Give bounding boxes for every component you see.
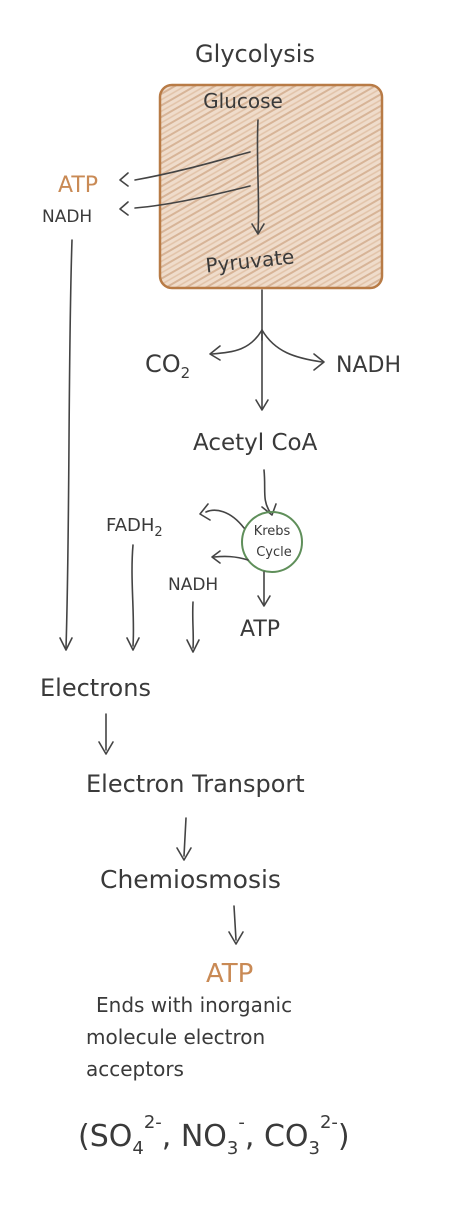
nadh-branch-arrow [134, 185, 251, 209]
krebs-nadh-label: NADH [168, 575, 218, 595]
glycolysis-title: Glycolysis [195, 40, 315, 68]
krebs-atp-label: ATP [240, 617, 280, 642]
note-line3: acceptors [86, 1057, 184, 1081]
fadh2-arrow [205, 509, 245, 529]
nadh-link-arrowhead [313, 353, 325, 371]
glycolysis-nadh-to-electrons-arrow [65, 239, 73, 649]
glycolysis-atp-label: ATP [58, 173, 98, 198]
fadh2-to-electrons-arrow [131, 544, 135, 647]
krebs-nadh-arrowhead [211, 550, 221, 564]
krebs-label-line1: Krebs [254, 524, 291, 539]
chemiosmosis-to-atp-arrowhead [228, 931, 244, 945]
acetyl-coa-label: Acetyl CoA [193, 430, 318, 456]
transport-to-chemiosmosis-arrowhead [176, 847, 192, 861]
glucose-to-pyruvate-arrow [256, 119, 260, 233]
electron-transport-label: Electron Transport [86, 770, 305, 798]
fadh2-arrowhead [199, 503, 211, 521]
krebs-cycle-circle [241, 511, 303, 573]
krebs-nadh-arrow [213, 555, 249, 561]
acetyl-to-krebs-arrow [263, 469, 271, 513]
glycolysis-box [158, 83, 384, 290]
electrons-to-transport-arrowhead [98, 741, 114, 755]
krebs-atp-arrowhead [257, 595, 271, 607]
acetyl-down-arrowhead [255, 399, 269, 411]
co2-branch-arrow [211, 329, 263, 355]
final-atp-label: ATP [206, 959, 253, 989]
glycolysis-nadh-to-electrons-arrowhead [59, 637, 73, 651]
krebs-nadh-to-electrons-arrow [191, 601, 195, 649]
fadh2-label: FADH2 [106, 515, 163, 540]
co2-arrowhead [209, 345, 221, 361]
krebs-label-line2: Cycle [256, 545, 292, 560]
chemiosmosis-label: Chemiosmosis [100, 865, 281, 894]
glucose-label: Glucose [203, 89, 283, 113]
nadh-branch-arrowhead [119, 201, 129, 216]
note-line1: Ends with inorganic [96, 993, 292, 1017]
transport-to-chemiosmosis-arrow [183, 817, 187, 857]
nadh-link-branch-arrow [261, 329, 323, 363]
atp-branch-arrowhead [119, 172, 129, 187]
electrons-label: Electrons [40, 674, 151, 702]
glucose-to-pyruvate-arrowhead [251, 223, 265, 235]
link-nadh-label: NADH [336, 353, 401, 378]
co2-label: CO2 [145, 350, 190, 382]
chemiosmosis-to-atp-arrow [233, 905, 237, 941]
note-line2: molecule electron [86, 1025, 265, 1049]
fadh2-to-electrons-arrowhead [126, 637, 140, 651]
glycolysis-nadh-label: NADH [42, 207, 92, 227]
acceptors-formula: (SO42-, NO3-, CO32-) [78, 1112, 350, 1159]
atp-branch-arrow [134, 151, 251, 181]
krebs-nadh-to-electrons-arrowhead [186, 639, 200, 653]
acetyl-to-krebs-arrowhead [261, 503, 277, 516]
